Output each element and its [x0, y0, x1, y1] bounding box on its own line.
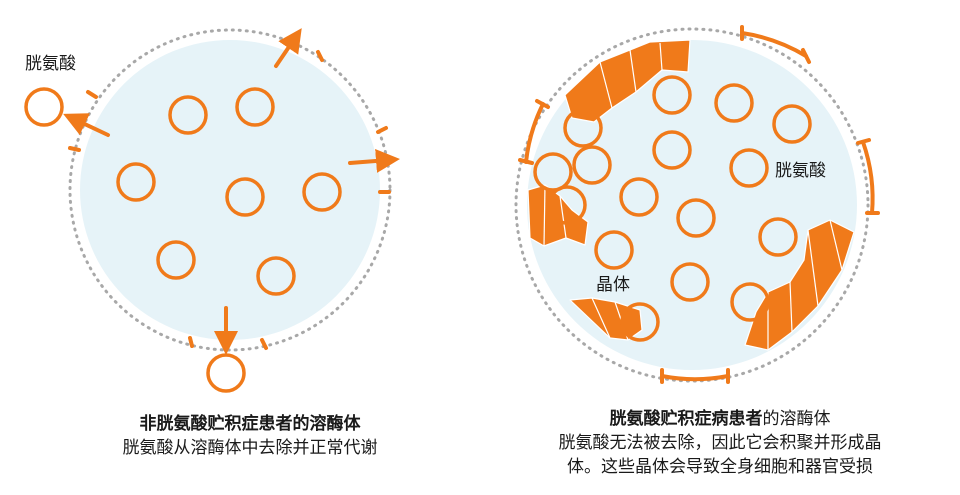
cystine-molecule	[116, 162, 156, 202]
caption-title-bold: 胱氨酸贮积症病患者	[609, 409, 763, 429]
cystine-molecule	[714, 83, 754, 123]
cystine-molecule	[619, 177, 659, 217]
cystine-molecule	[24, 87, 64, 127]
cystine-molecules	[116, 87, 342, 296]
cystine-molecule	[729, 148, 769, 188]
cystine-molecule	[156, 240, 196, 280]
normal-lysosome: 胱氨酸	[24, 28, 400, 393]
cystine-molecule	[772, 104, 812, 144]
cystine-molecule	[302, 172, 342, 212]
export-arrow	[274, 28, 302, 68]
cystine-molecule	[168, 95, 208, 135]
cystine-molecule	[206, 353, 246, 393]
caption-title: 胱氨酸贮积症病患者的溶酶体	[500, 407, 940, 431]
cystine-molecule	[758, 217, 798, 257]
cystine-molecules	[533, 75, 812, 342]
cystine-molecule	[670, 262, 710, 302]
caption-title: 非胱氨酸贮积症患者的溶酶体	[139, 414, 361, 434]
transporter-brackets	[518, 25, 880, 384]
transporter-marks	[68, 50, 391, 350]
cystine-molecule	[533, 152, 573, 192]
cystine-molecule	[547, 185, 587, 225]
cystine-molecule	[256, 256, 296, 296]
normal-lysosome-caption: 非胱氨酸贮积症患者的溶酶体 胱氨酸从溶酶体中去除并正常代谢	[40, 412, 460, 460]
cystine-molecule	[235, 87, 275, 127]
molecule-label: 胱氨酸	[25, 54, 76, 74]
cystine-molecule	[676, 198, 716, 238]
export-arrow	[348, 148, 400, 173]
molecule-label: 胱氨酸	[775, 161, 826, 181]
caption-body: 胱氨酸从溶酶体中去除并正常代谢	[122, 438, 378, 458]
cystine-molecule	[620, 302, 660, 342]
cystinosis-lysosome-caption: 胱氨酸贮积症病患者的溶酶体 胱氨酸无法被去除，因此它会积聚并形成晶 体。这些晶体…	[500, 407, 940, 479]
export-arrows	[63, 28, 400, 355]
cystine-molecule	[652, 75, 692, 115]
cystine-molecule	[563, 108, 603, 148]
caption-body-line2: 体。这些晶体会导致全身细胞和器官受损	[567, 457, 873, 477]
crystal-label: 晶体	[596, 275, 630, 295]
cystine-molecule	[572, 145, 612, 185]
cystine-molecule	[652, 130, 692, 170]
cystine-molecule	[225, 177, 265, 217]
caption-body-line1: 胱氨酸无法被去除，因此它会积聚并形成晶	[558, 433, 882, 453]
export-arrow	[63, 113, 110, 137]
lysosome-membrane	[514, 27, 870, 383]
caption-title-normal: 的溶酶体	[762, 409, 831, 429]
cystinosis-lysosome: 胱氨酸 晶体	[514, 25, 880, 384]
cystine-molecule	[594, 230, 634, 270]
exported-cystine	[24, 87, 246, 393]
cystine-lysosome-diagram: 胱氨酸	[24, 25, 880, 393]
cystine-molecule	[730, 282, 770, 322]
